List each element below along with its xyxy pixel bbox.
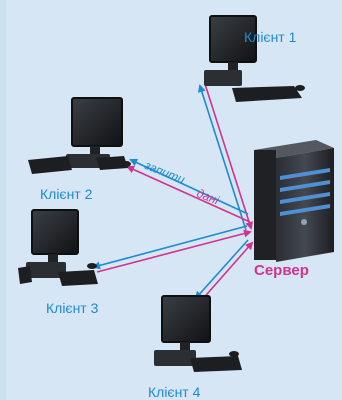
client2-computer — [28, 97, 131, 174]
client1-label: Клієнт 1 — [244, 29, 297, 45]
server-label: Сервер — [254, 262, 309, 279]
server-tower — [254, 140, 334, 262]
arrow-client2 — [126, 158, 251, 223]
client1-computer — [204, 15, 305, 102]
client3-computer — [18, 209, 98, 286]
arrow-client1 — [198, 83, 253, 231]
client2-label: Клієнт 2 — [40, 186, 93, 202]
client3-label: Клієнт 3 — [46, 300, 99, 316]
arrow-client3 — [92, 225, 252, 273]
client4-computer — [154, 295, 242, 372]
arrow-client4 — [194, 239, 254, 303]
client4-label: Клієнт 4 — [148, 384, 201, 400]
